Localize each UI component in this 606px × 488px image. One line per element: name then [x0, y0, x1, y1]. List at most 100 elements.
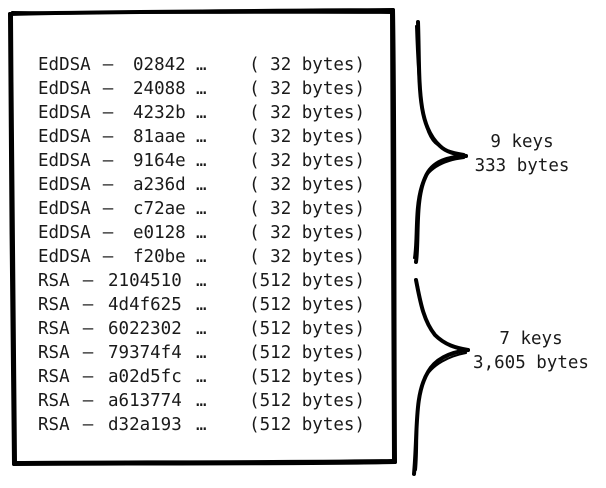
key-size: ( 32 bytes) [249, 223, 365, 243]
key-algorithm: EdDSA [38, 79, 91, 99]
key-ellipsis: … [196, 79, 207, 99]
brace-group-1 [413, 20, 468, 264]
key-ellipsis: … [196, 415, 207, 435]
key-size: (512 bytes) [249, 415, 365, 435]
key-separator: – [103, 175, 114, 195]
key-size: (512 bytes) [249, 343, 365, 363]
key-ellipsis: … [196, 367, 207, 387]
key-separator: – [103, 151, 114, 171]
key-row: EdDSA – e0128 … ( 32 bytes) [38, 223, 365, 243]
key-row: RSA – 79374f4 … (512 bytes) [38, 343, 365, 363]
key-algorithm: RSA [38, 319, 70, 339]
key-ellipsis: … [196, 199, 207, 219]
key-separator: – [103, 127, 114, 147]
key-size: (512 bytes) [249, 271, 365, 291]
key-id: a236d [133, 175, 186, 195]
key-size: (512 bytes) [249, 319, 365, 339]
key-size: ( 32 bytes) [249, 175, 365, 195]
key-separator: – [83, 367, 94, 387]
key-ellipsis: … [196, 343, 207, 363]
key-id: c72ae [133, 199, 186, 219]
key-size: ( 32 bytes) [249, 127, 365, 147]
key-separator: – [103, 199, 114, 219]
key-ellipsis: … [196, 127, 207, 147]
group-2-summary: 7 keys 3,605 bytes [473, 329, 589, 373]
key-ellipsis: … [196, 175, 207, 195]
key-row: EdDSA – 81aae … ( 32 bytes) [38, 127, 365, 147]
key-algorithm: RSA [38, 391, 70, 411]
key-size: (512 bytes) [249, 367, 365, 387]
key-ellipsis: … [196, 103, 207, 123]
key-row: RSA – a02d5fc … (512 bytes) [38, 367, 365, 387]
key-separator: – [83, 343, 94, 363]
key-id: 4232b [133, 103, 186, 123]
key-algorithm: EdDSA [38, 55, 91, 75]
key-separator: – [103, 223, 114, 243]
key-algorithm: EdDSA [38, 247, 91, 267]
key-row: EdDSA – f20be … ( 32 bytes) [38, 247, 365, 267]
key-algorithm: EdDSA [38, 223, 91, 243]
key-algorithm: EdDSA [38, 127, 91, 147]
key-id: 9164e [133, 151, 186, 171]
key-ellipsis: … [196, 391, 207, 411]
key-separator: – [83, 295, 94, 315]
key-algorithm: RSA [38, 343, 70, 363]
key-separator: – [83, 391, 94, 411]
key-algorithm: RSA [38, 367, 70, 387]
key-algorithm: RSA [38, 415, 70, 435]
key-algorithm: RSA [38, 271, 70, 291]
key-row: EdDSA – 02842 … ( 32 bytes) [38, 55, 365, 75]
group-2-key-count: 7 keys [499, 329, 562, 349]
key-list: EdDSA – 02842 … ( 32 bytes) EdDSA – 2408… [38, 55, 365, 435]
key-size: ( 32 bytes) [249, 55, 365, 75]
key-id: 2104510 [108, 271, 182, 291]
key-size: ( 32 bytes) [249, 79, 365, 99]
key-id: a02d5fc [108, 367, 182, 387]
key-row: RSA – 2104510 … (512 bytes) [38, 271, 365, 291]
group-1-key-count: 9 keys [490, 132, 553, 152]
key-id: e0128 [133, 223, 186, 243]
key-row: RSA – d32a193 … (512 bytes) [38, 415, 365, 435]
key-id: 79374f4 [108, 343, 182, 363]
key-separator: – [83, 271, 94, 291]
key-ellipsis: … [196, 247, 207, 267]
key-size: (512 bytes) [249, 295, 365, 315]
key-id: 4d4f625 [108, 295, 182, 315]
key-algorithm: EdDSA [38, 175, 91, 195]
key-row: EdDSA – 24088 … ( 32 bytes) [38, 79, 365, 99]
key-separator: – [103, 55, 114, 75]
key-size: ( 32 bytes) [249, 151, 365, 171]
key-ellipsis: … [196, 55, 207, 75]
key-id: d32a193 [108, 415, 182, 435]
group-1-summary: 9 keys 333 bytes [475, 132, 570, 176]
key-ellipsis: … [196, 319, 207, 339]
key-separator: – [103, 103, 114, 123]
key-id: a613774 [108, 391, 182, 411]
key-ellipsis: … [196, 223, 207, 243]
key-algorithm: RSA [38, 295, 70, 315]
key-row: EdDSA – 4232b … ( 32 bytes) [38, 103, 365, 123]
key-id: 6022302 [108, 319, 182, 339]
key-row: RSA – a613774 … (512 bytes) [38, 391, 365, 411]
group-1-total-bytes: 333 bytes [475, 156, 570, 176]
key-ellipsis: … [196, 295, 207, 315]
key-id: 24088 [133, 79, 186, 99]
key-id: f20be [133, 247, 186, 267]
key-row: RSA – 6022302 … (512 bytes) [38, 319, 365, 339]
key-algorithm: EdDSA [38, 103, 91, 123]
key-algorithm: EdDSA [38, 199, 91, 219]
key-ellipsis: … [196, 151, 207, 171]
key-separator: – [103, 247, 114, 267]
key-row: RSA – 4d4f625 … (512 bytes) [38, 295, 365, 315]
key-size: ( 32 bytes) [249, 247, 365, 267]
key-size: ( 32 bytes) [249, 103, 365, 123]
key-id: 02842 [133, 55, 186, 75]
key-size: (512 bytes) [249, 391, 365, 411]
key-row: EdDSA – 9164e … ( 32 bytes) [38, 151, 365, 171]
group-2-total-bytes: 3,605 bytes [473, 353, 589, 373]
key-list-box [8, 8, 397, 466]
key-row: EdDSA – c72ae … ( 32 bytes) [38, 199, 365, 219]
key-size: ( 32 bytes) [249, 199, 365, 219]
key-row: EdDSA – a236d … ( 32 bytes) [38, 175, 365, 195]
